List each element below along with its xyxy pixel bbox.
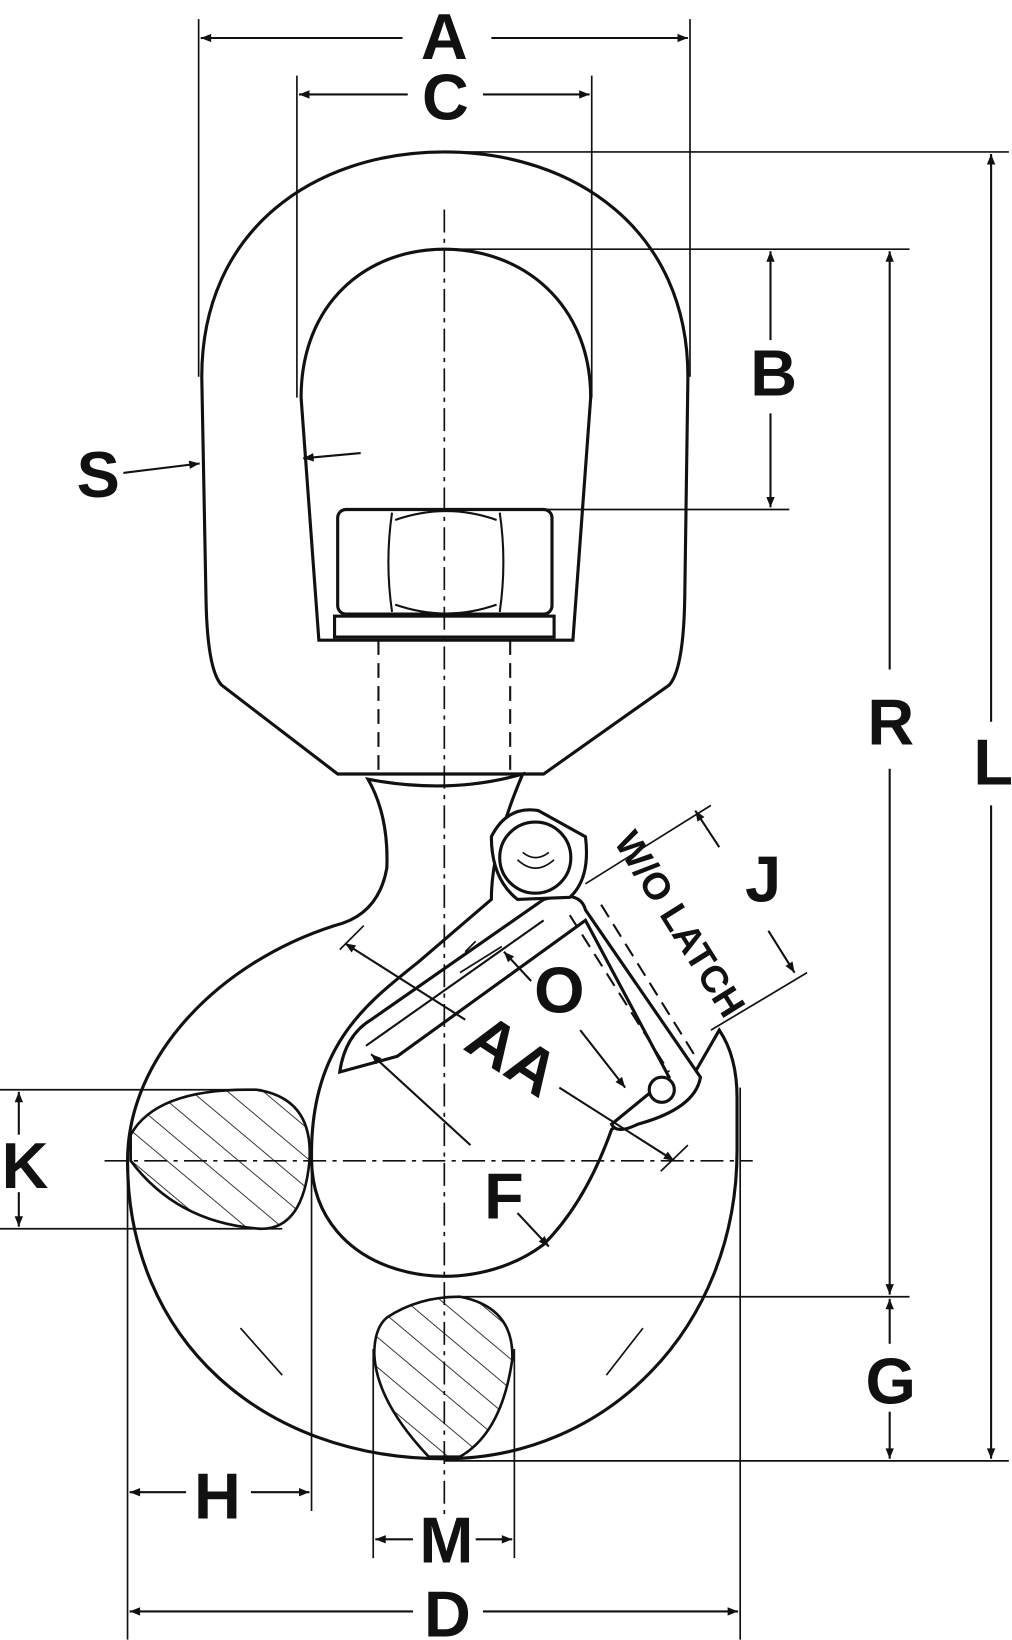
label-j: J: [745, 843, 781, 916]
dimension-o: O: [503, 951, 627, 1089]
dimension-f: F: [370, 1053, 550, 1248]
dimension-b: B: [444, 248, 910, 511]
dimension-s: S: [77, 438, 361, 511]
label-c: C: [422, 61, 469, 134]
dimension-j: J W/O LATCH: [585, 804, 808, 1031]
dimension-c: C: [296, 61, 593, 398]
label-m: M: [419, 1503, 473, 1576]
label-l: L: [973, 725, 1012, 798]
dimension-k: K: [0, 1088, 283, 1230]
label-d: D: [424, 1578, 471, 1640]
dimension-d: D: [129, 1087, 742, 1640]
dimension-a: A: [197, 0, 691, 377]
label-o: O: [534, 953, 584, 1026]
label-k: K: [2, 1129, 49, 1202]
dimension-r: R: [867, 251, 914, 1295]
label-h: H: [194, 1459, 241, 1532]
label-b: B: [750, 337, 797, 410]
label-a: A: [421, 0, 468, 73]
label-f: F: [484, 1159, 524, 1232]
dimension-h: H: [126, 1160, 313, 1640]
dimension-m: M: [372, 1348, 516, 1576]
label-g: G: [866, 1344, 916, 1417]
label-r: R: [867, 686, 914, 759]
dimension-g: G: [444, 1295, 1009, 1462]
label-s: S: [77, 438, 120, 511]
dimension-l: L: [444, 151, 1012, 1459]
hook-body: [125, 771, 739, 1461]
latch: [337, 808, 703, 1132]
